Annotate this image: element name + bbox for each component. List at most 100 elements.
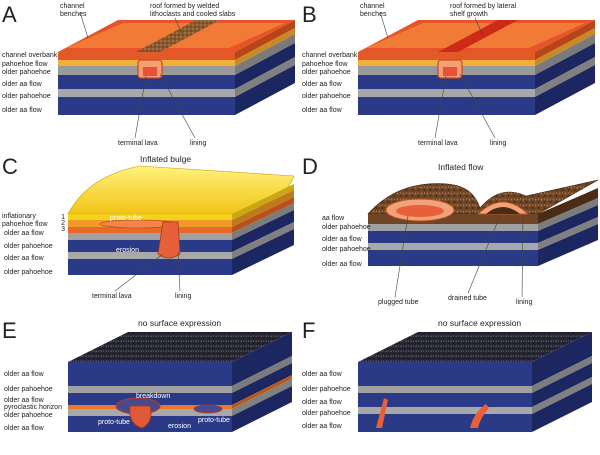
- panel-letter: A: [2, 2, 17, 27]
- side-layer: [535, 43, 595, 89]
- layer-label: older aa flow: [4, 397, 45, 404]
- label-roof-line: shelf growth: [450, 11, 488, 18]
- front-layer: [368, 250, 538, 266]
- front-layer: [58, 89, 235, 97]
- layer-label: older aa flow: [322, 236, 363, 243]
- front-layer: [358, 407, 532, 414]
- label-terminal-lava: terminal lava: [418, 140, 458, 147]
- layer-label: older aa flow: [302, 81, 343, 88]
- layer-label: older pahoehoe: [4, 243, 53, 250]
- tube-intrusion: [470, 404, 489, 428]
- layer-label: older pahoehoe: [322, 246, 371, 253]
- front-layer: [358, 75, 535, 89]
- drained-tube-void: [486, 207, 520, 214]
- dark-rubble-surface: [358, 332, 592, 362]
- layer-label: older aa flow: [4, 255, 45, 262]
- front-layer: [68, 362, 232, 386]
- front-layer: [68, 227, 232, 233]
- roof-shelf: [438, 20, 518, 52]
- front-layer: [68, 416, 232, 432]
- panel-letter: B: [302, 2, 317, 27]
- label-lining: lining: [190, 140, 206, 147]
- layer-label: older aa flow: [302, 399, 343, 406]
- side-layer: [232, 203, 294, 240]
- label-proto-tube: proto-tube: [110, 215, 142, 222]
- side-layer: [532, 377, 592, 414]
- side-layer: [232, 229, 294, 275]
- layer-label: older pahoehoe: [2, 69, 51, 76]
- layer-label: older aa flow: [2, 107, 43, 114]
- side-layer: [538, 217, 598, 250]
- label-roof-line: lithoclasts and cooled slabs: [150, 11, 236, 18]
- front-layer: [368, 243, 538, 250]
- side-layer: [235, 57, 295, 97]
- side-layer: [535, 65, 595, 115]
- leader-line: [459, 73, 496, 139]
- label-roof-line: roof formed by lateral: [450, 3, 517, 10]
- side-layer: [232, 386, 292, 432]
- panel-letter: C: [2, 154, 18, 179]
- label-channel-benches-line: channel: [360, 3, 385, 10]
- panel-title: Inflated bulge: [140, 154, 191, 164]
- front-layer: [68, 214, 232, 220]
- label-erosion: erosion: [116, 247, 139, 254]
- side-layer: [232, 332, 292, 386]
- front-layer: [58, 75, 235, 89]
- layer-label: older pahoehoe: [302, 69, 351, 76]
- side-layer: [232, 210, 294, 252]
- layer-label: channel overbank: [2, 52, 58, 59]
- front-layer: [358, 97, 535, 115]
- layer-label: older pahoehoe: [4, 269, 53, 276]
- leader-line: [177, 251, 181, 292]
- front-layer: [358, 52, 535, 60]
- layer-number: 3: [61, 226, 65, 233]
- front-layer: [68, 386, 232, 393]
- side-layer: [235, 28, 295, 66]
- front-layer: [68, 240, 232, 252]
- layer-label: channel overbank: [302, 52, 358, 59]
- leader-line: [174, 17, 184, 37]
- front-layer: [358, 362, 532, 386]
- front-layer: [368, 231, 538, 243]
- front-layer: [58, 52, 235, 60]
- side-layer: [235, 43, 295, 89]
- front-layer: [358, 393, 532, 407]
- front-layer: [68, 233, 232, 240]
- side-layer: [538, 188, 598, 224]
- leader-line: [394, 215, 409, 298]
- label-channel-benches-line: benches: [60, 11, 87, 18]
- panel-title: no surface expression: [138, 318, 221, 328]
- breakdown-collapse: [129, 405, 152, 429]
- side-layer: [232, 190, 294, 227]
- label-terminal-lava: terminal lava: [92, 293, 132, 300]
- side-layer: [232, 222, 294, 259]
- leader-line: [79, 11, 89, 39]
- label-drained-tube: drained tube: [448, 295, 487, 302]
- layer-label: older pahoehoe: [302, 93, 351, 100]
- label-lining: lining: [490, 140, 506, 147]
- label-lining: lining: [175, 293, 191, 300]
- layer-number: 2: [61, 220, 65, 227]
- layer-label: older aa flow: [4, 425, 45, 432]
- layer-label: older pahoehoe: [302, 410, 351, 417]
- side-layer: [532, 356, 592, 393]
- roof-rubble: [136, 20, 220, 52]
- label-terminal-lava: terminal lava: [118, 140, 158, 147]
- layer-number: 1: [61, 214, 65, 221]
- side-layer: [232, 197, 294, 233]
- side-layer: [235, 20, 295, 60]
- side-layer: [232, 184, 294, 220]
- layer-label: aa flow: [322, 215, 345, 222]
- panel-letter: F: [302, 318, 315, 343]
- dark-rubble-surface: [68, 332, 292, 362]
- leader-line: [474, 17, 484, 37]
- layer-label: pahoehoe flow: [2, 61, 48, 68]
